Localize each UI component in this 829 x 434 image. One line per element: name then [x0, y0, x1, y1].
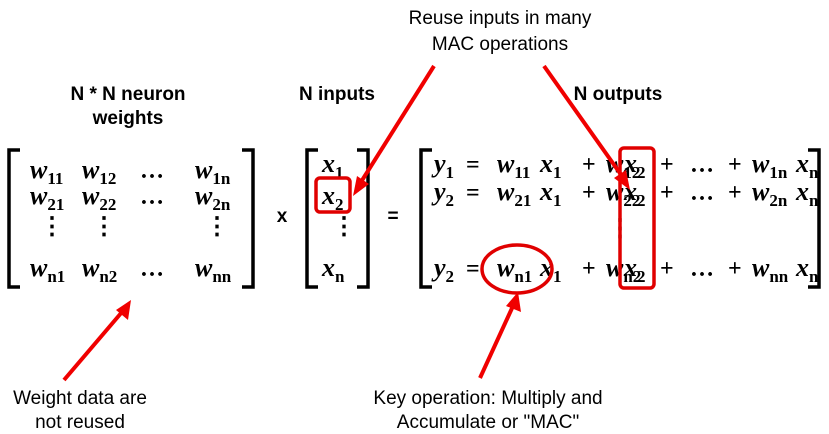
output-row4-term-7: x2: [623, 253, 646, 286]
output-row1-term-7: x2: [623, 149, 646, 182]
input-cell-3: ⋮: [332, 214, 356, 240]
output-row2-term-8: +: [660, 180, 674, 206]
weight-cell-1-3: …: [140, 158, 164, 184]
mac-highlight-ellipse: [480, 243, 554, 295]
output-row1-term-2: =: [466, 152, 480, 178]
weight-cell-3-2: ⋮: [92, 214, 116, 240]
output-row4-term-1: y2: [431, 253, 454, 286]
input-cell-2: x2: [321, 181, 344, 214]
weights-header-line2: weights: [92, 108, 164, 129]
input-vector-left-bracket: [305, 148, 318, 289]
weight-cell-2-3: …: [140, 184, 164, 210]
output-row4-term-10: +: [728, 256, 742, 282]
arrow-to-mac: [478, 292, 521, 379]
equals-operator: =: [387, 206, 398, 227]
output-row4-term-12: xn: [795, 253, 819, 286]
arrow-to-output-x2: [542, 64, 630, 190]
output-row1-term-5: +: [582, 152, 596, 178]
output-row4-term-3: wn1: [497, 253, 532, 286]
output-row2-term-9: …: [690, 180, 714, 206]
output-left-bracket: [419, 148, 432, 289]
weight-cell-2-1: w21: [30, 181, 64, 214]
weight-cell-3-1: ⋮: [40, 214, 64, 240]
weight-matrix-right-bracket: [242, 148, 255, 289]
key-note-line1: Key operation: Multiply and: [373, 388, 602, 409]
output-row2-term-2: =: [466, 180, 480, 206]
x2-column-highlight: [618, 146, 656, 290]
times-operator: x: [277, 206, 288, 227]
output-row1-term-9: …: [690, 152, 714, 178]
top-note-line2: MAC operations: [432, 34, 568, 55]
weights-header-line1: N * N neuron: [70, 84, 185, 105]
weight-note-line2: not reused: [35, 412, 125, 433]
top-note-line1: Reuse inputs in many: [409, 8, 592, 29]
output-row1-term-3: w11: [497, 149, 530, 182]
output-row2-term-11: w2n: [752, 177, 788, 210]
output-row2-term-10: +: [728, 180, 742, 206]
weight-cell-2-2: w22: [82, 181, 116, 214]
weight-cell-3-4: ⋮: [205, 214, 229, 240]
output-row1-term-8: +: [660, 152, 674, 178]
output-row2-term-12: xn: [795, 177, 819, 210]
arrow-to-input-x2: [353, 64, 436, 196]
x2-highlight-box: [314, 176, 352, 214]
output-row2-term-3: w21: [497, 177, 531, 210]
output-row1-term-10: +: [728, 152, 742, 178]
input-cell-1: x1: [321, 149, 344, 182]
output-row1-term-12: xn: [795, 149, 819, 182]
key-note-line2: Accumulate or "MAC": [397, 412, 579, 433]
output-row1-term-4: x1: [539, 149, 562, 182]
output-row2-term-5: +: [582, 180, 596, 206]
output-row1-term-1: y1: [431, 149, 454, 182]
weight-matrix-left-bracket: [7, 148, 20, 289]
input-cell-4: xn: [321, 253, 345, 286]
output-row4-term-2: =: [466, 256, 480, 282]
weight-cell-4-2: wn2: [82, 253, 117, 286]
output-row4-term-5: +: [582, 256, 596, 282]
weight-cell-4-4: wnn: [195, 253, 232, 286]
outputs-header: N outputs: [574, 84, 663, 105]
arrow-to-weight-matrix: [62, 300, 131, 382]
weight-cell-1-4: w1n: [195, 155, 231, 188]
output-row2-term-1: y2: [431, 177, 454, 210]
inputs-header: N inputs: [299, 84, 375, 105]
weight-cell-1-1: w11: [30, 155, 63, 188]
output-row4-term-11: wnn: [752, 253, 789, 286]
output-row1-term-11: w1n: [752, 149, 788, 182]
output-row4-term-9: …: [690, 256, 714, 282]
weight-cell-1-2: w12: [82, 155, 116, 188]
output-row4-term-8: +: [660, 256, 674, 282]
weight-note-line1: Weight data are: [13, 388, 147, 409]
weight-cell-4-1: wn1: [30, 253, 65, 286]
output-row2-term-4: x1: [539, 177, 562, 210]
output-right-bracket: [808, 148, 821, 289]
input-vector-right-bracket: [357, 148, 370, 289]
weight-cell-4-3: …: [140, 256, 164, 282]
weight-cell-2-4: w2n: [195, 181, 231, 214]
